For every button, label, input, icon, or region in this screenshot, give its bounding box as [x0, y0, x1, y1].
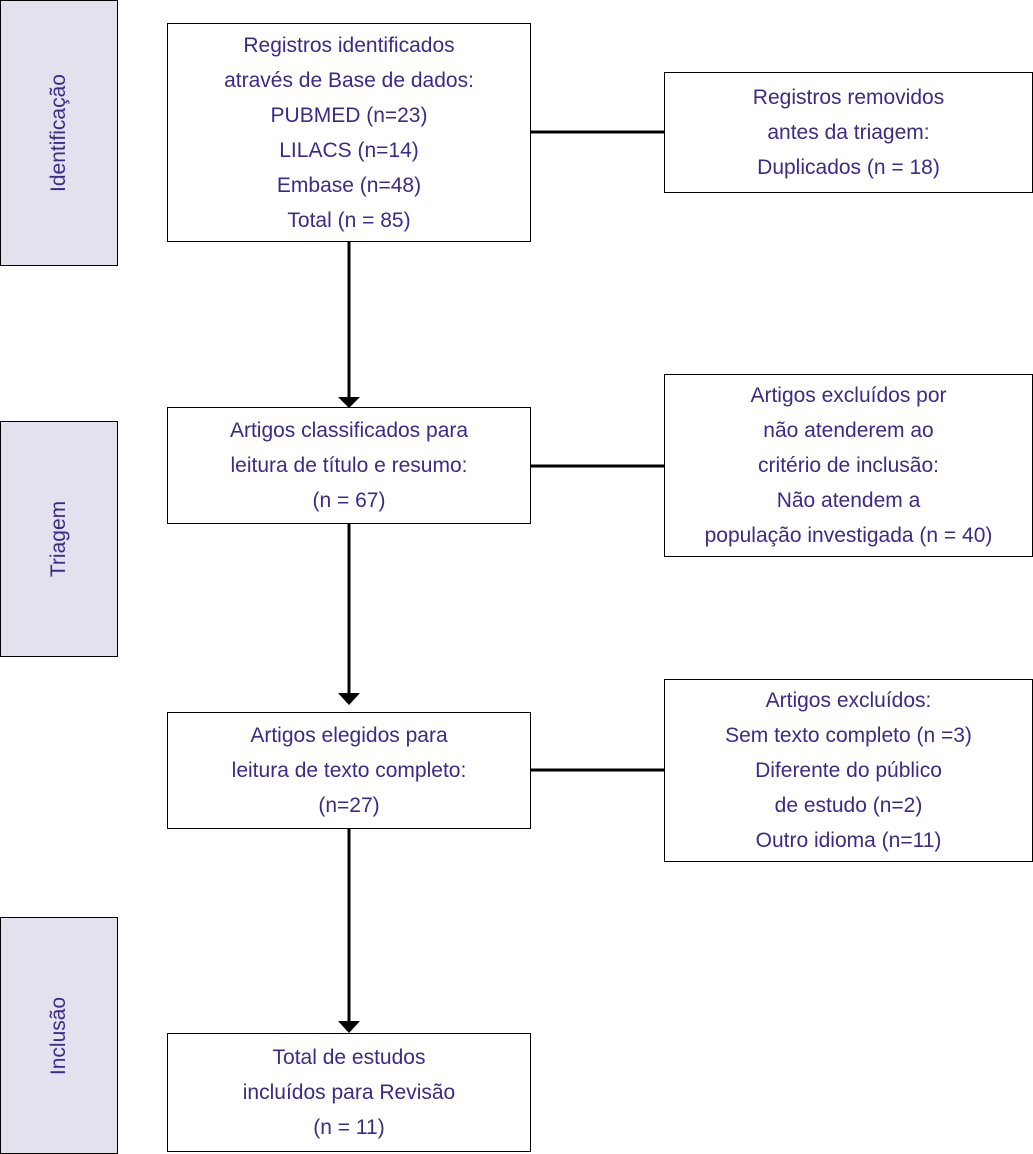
title-abstract-box: Artigos classificados para leitura de tí…	[167, 407, 531, 524]
full-text-box: Artigos elegidos para leitura de texto c…	[167, 712, 531, 829]
box-line: (n=27)	[318, 794, 380, 817]
arrowhead-1	[338, 397, 360, 408]
box-line: leitura de título e resumo:	[230, 454, 468, 477]
box-line: Diferente do público	[755, 759, 942, 782]
box-line: Artigos excluídos:	[765, 689, 932, 712]
box-line: através de Base de dados:	[224, 68, 474, 92]
box-line: Artigos excluídos por	[750, 384, 947, 407]
box-line: de estudo (n=2)	[774, 794, 923, 817]
arrowhead-2	[338, 693, 360, 705]
excluded-full-box: Artigos excluídos: Sem texto completo (n…	[664, 679, 1033, 862]
phase-identificacao: Identificação	[0, 0, 118, 266]
box-line: Não atendem a	[776, 489, 921, 512]
box-line: Registros identificados	[243, 33, 455, 57]
box-line: Registros removidos	[752, 86, 945, 109]
box-line: Duplicados (n = 18)	[757, 156, 940, 179]
horizontal-connectors	[531, 130, 664, 772]
box-line: PUBMED (n=23)	[270, 103, 428, 127]
box-line: leitura de texto completo:	[231, 759, 467, 782]
box-line: Total (n = 85)	[287, 208, 411, 232]
box-line: Embase (n=48)	[276, 173, 422, 197]
records-removed-box: Registros removidos antes da triagem: Du…	[664, 72, 1033, 193]
vertical-arrows	[338, 242, 360, 1033]
box-line: Outro idioma (n=11)	[755, 829, 942, 852]
included-box: Total de estudos incluídos para Revisão …	[167, 1033, 531, 1152]
box-line: Artigos classificados para	[229, 419, 469, 442]
arrowhead-3	[338, 1021, 360, 1033]
box-line: (n = 11)	[313, 1116, 385, 1139]
box-line: (n = 67)	[312, 489, 386, 512]
box-line: incluídos para Revisão	[242, 1081, 456, 1104]
records-identified-box: Registros identificados através de Base …	[167, 23, 531, 242]
box-line: Artigos elegidos para	[250, 724, 448, 747]
box-line: LILACS (n=14)	[279, 138, 419, 162]
box-line: antes da triagem:	[767, 121, 930, 144]
box-line: população investigada (n = 40)	[704, 524, 993, 547]
box-line: Total de estudos	[272, 1046, 426, 1069]
box-line: não atenderem ao	[763, 419, 934, 442]
phase-triagem: Triagem	[0, 421, 118, 657]
box-line: Sem texto completo (n =3)	[725, 724, 972, 747]
box-line: critério de inclusão:	[758, 454, 939, 477]
excluded-criteria-box: Artigos excluídos por não atenderem ao c…	[664, 374, 1033, 557]
